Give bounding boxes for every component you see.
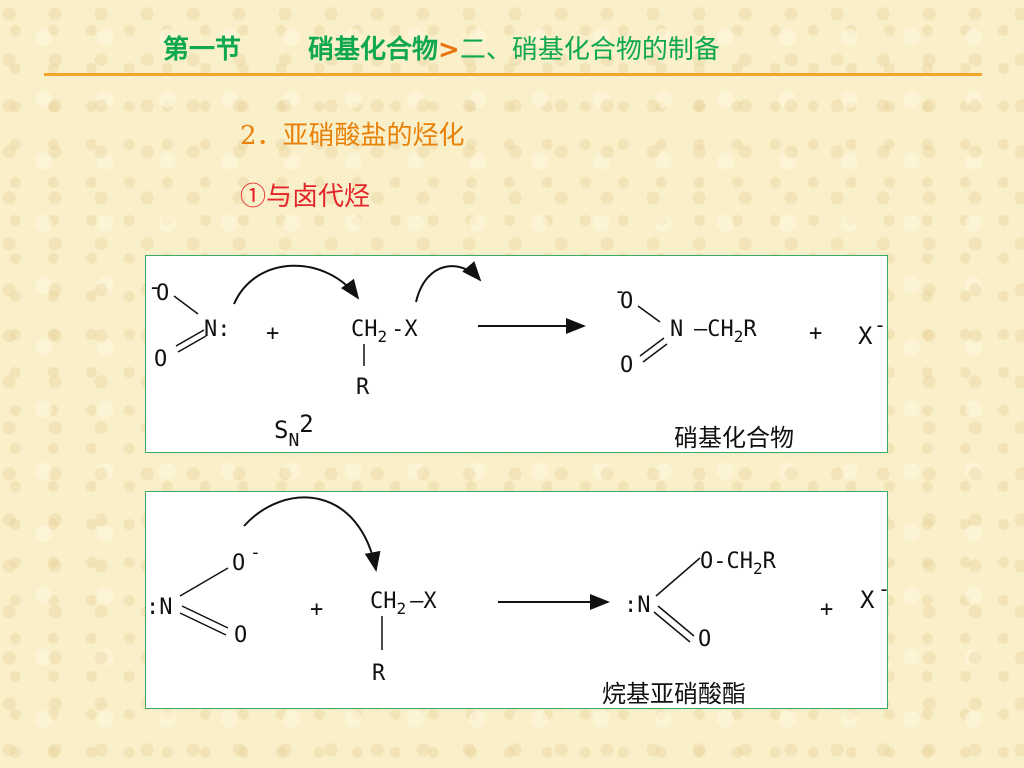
product-bond-double-1	[639, 337, 665, 357]
product-name-nitrite-ester: 烷基亚硝酸酯	[602, 680, 746, 708]
product-o-ch2-group: O-CH2R	[700, 549, 777, 578]
product-o-charge: -	[614, 279, 626, 303]
electron-arrow-1	[233, 264, 360, 305]
n-lone-pair-2: :N	[146, 595, 173, 620]
halide-charge: -	[874, 313, 886, 337]
page-header: 第一节 硝基化合物>二、硝基化合物的制备	[0, 24, 1024, 68]
product-bond-n-o	[655, 557, 701, 597]
plus-sign: +	[266, 321, 279, 346]
o-minus-charge-2: -	[250, 542, 261, 563]
header-title-group: 硝基化合物>二、硝基化合物的制备	[308, 29, 720, 66]
ch2-group-2: CH2—X	[370, 589, 437, 618]
dash-x: -X	[391, 317, 418, 342]
halide-charge-2: -	[878, 577, 889, 601]
reaction-diagram-nitro: - O N: O + CH2-X R SN2 - O N —CH2R O + X…	[148, 261, 886, 452]
sn2-n: N	[288, 430, 299, 451]
section-label: 第一节	[163, 35, 242, 65]
bond-double-1	[175, 329, 205, 347]
n-lone-pair: N:	[204, 317, 231, 342]
product-o-ch2-text: O-CH	[700, 549, 753, 574]
header-separator: >	[438, 35, 460, 65]
header-subtitle: 二、硝基化合物的制备	[459, 35, 720, 65]
reaction-box-nitrite-ester: :N O - O + CH2—X R :N O-CH2R O + X - 烷基亚…	[145, 491, 889, 709]
product-chain-sub: 2	[734, 327, 744, 346]
subsubheading: ①与卤代烃	[240, 182, 371, 212]
product-bond-double-2	[642, 343, 668, 363]
product-bond-o-n	[637, 305, 661, 323]
bond-double-2a	[181, 605, 229, 629]
bond-double-2	[177, 335, 207, 353]
product-o-ch2-r: R	[763, 549, 777, 574]
product-chain-r: R	[743, 317, 757, 342]
ch2-subscript: 2	[378, 327, 388, 346]
product-o-atom: O	[620, 289, 633, 314]
sn2-label: SN2	[274, 410, 314, 451]
bond-double-2b	[179, 612, 227, 636]
header-divider	[44, 73, 982, 76]
product-chain: —CH2R	[694, 317, 757, 346]
electron-arrow-3	[243, 496, 381, 572]
o-minus-atom: O	[156, 281, 169, 306]
r-group: R	[356, 375, 370, 400]
ch2-text: CH	[351, 317, 378, 342]
o-double-atom: O	[154, 347, 167, 372]
ch2-text-2: CH	[370, 589, 397, 614]
dash-x-2: —X	[410, 589, 437, 614]
ch2-subscript-2: 2	[397, 599, 407, 618]
o-minus-atom-2: O	[232, 551, 245, 576]
product-bond-double-2a	[657, 605, 695, 637]
o-double-atom-2: O	[234, 623, 247, 648]
halide-ion: X	[858, 322, 873, 350]
electron-arrow-2	[415, 261, 482, 303]
product-o-ch2-sub: 2	[753, 559, 763, 578]
plus-sign-2: +	[310, 597, 323, 622]
o-minus-charge: -	[148, 275, 161, 300]
bond-n-o-2	[179, 567, 229, 597]
reaction-diagram-nitrite-ester: :N O - O + CH2—X R :N O-CH2R O + X - 烷基亚…	[146, 496, 889, 708]
product-chain-text: —CH	[694, 317, 734, 342]
sn2-s: S	[274, 416, 288, 444]
product-name-nitro: 硝基化合物	[674, 424, 794, 452]
bond-o-n	[173, 295, 199, 315]
ch2-group: CH2-X	[351, 317, 418, 346]
product-plus-2: +	[820, 597, 833, 622]
header-title: 硝基化合物	[308, 35, 439, 65]
product-bond-double-2b	[653, 611, 691, 643]
product-o-atom-2: O	[698, 627, 711, 652]
product-n-atom: N	[670, 317, 683, 342]
product-o2-atom: O	[620, 353, 633, 378]
r-group-2: R	[372, 661, 386, 686]
sn2-2: 2	[299, 410, 313, 438]
halide-ion-2: X	[860, 586, 875, 614]
reaction-box-nitro: - O N: O + CH2-X R SN2 - O N —CH2R O + X…	[145, 255, 888, 453]
subheading: 2．亚硝酸盐的烃化	[240, 121, 465, 151]
product-n-atom-2: :N	[624, 593, 651, 618]
product-plus: +	[809, 321, 822, 346]
